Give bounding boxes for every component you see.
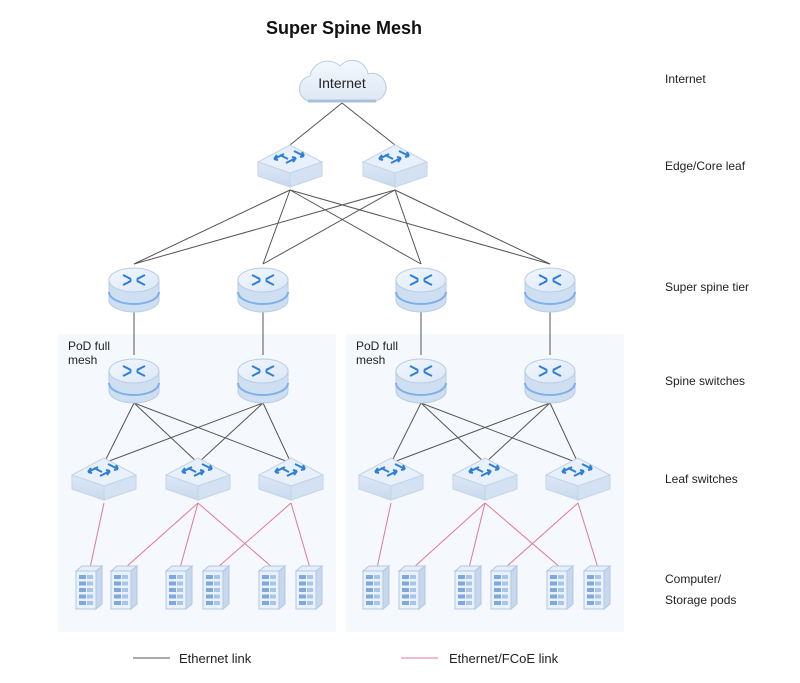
link-edge-superspine [289,189,422,265]
link-leaf-server [179,502,199,569]
link-internet-edge [341,102,396,146]
link-spine-leaf [103,402,135,464]
legend-ethernet-label: Ethernet link [179,651,252,666]
pod-label-1-line2: mesh [68,353,97,367]
link-internet-edge [289,102,343,146]
router-icon [108,267,160,313]
router-icon [237,267,289,313]
switch-icon [361,144,429,188]
link-leaf-server [376,502,392,569]
router-icon [524,358,576,404]
diagram-title: Super Spine Mesh [266,18,422,38]
link-leaf-server [124,502,199,569]
server-icon [164,564,194,611]
router-icon [524,267,576,313]
tier-label-leaf: Leaf switches [665,472,738,486]
server-icon [453,564,483,611]
tier-label-compute-1: Computer/ [665,572,722,586]
link-edge-superspine [262,189,396,265]
pod-label-2-line2: mesh [356,353,385,367]
link-leaf-server [412,502,486,569]
link-leaf-server [290,502,311,569]
link-spine-leaf [484,402,551,464]
switch-icon [257,457,325,501]
pod-label-2-line1: PoD full [356,339,398,353]
server-icon [545,564,575,611]
link-edge-superspine [133,189,396,265]
cloud-icon: Internet [298,59,387,103]
link-spine-leaf [197,402,264,464]
link-spine-leaf [133,402,199,464]
link-spine-leaf [133,402,292,464]
link-spine-leaf [420,402,486,464]
server-icon [361,564,391,611]
switch-icon [164,457,232,501]
link-spine-leaf [103,402,264,464]
link-edge-superspine [394,189,551,265]
router-icon [395,358,447,404]
server-icon [109,564,139,611]
tier-label-edge: Edge/Core leaf [665,159,746,173]
server-icon [201,564,231,611]
cloud-label: Internet [318,75,366,91]
switch-icon [451,457,519,501]
server-icon [257,564,287,611]
server-icon [74,564,104,611]
router-icon [108,358,160,404]
link-spine-leaf [549,402,579,464]
router-icon [237,358,289,404]
link-spine-leaf [420,402,579,464]
link-leaf-server [504,502,579,569]
tier-label-internet: Internet [665,72,706,86]
switch-icon [357,457,425,501]
link-edge-superspine [289,189,551,265]
tier-label-compute-2: Storage pods [665,593,736,607]
router-icon [395,267,447,313]
server-icon [489,564,519,611]
switch-icon [70,457,138,501]
link-edge-superspine [133,189,291,265]
links-layer [89,102,599,569]
server-icon [397,564,427,611]
link-spine-leaf [262,402,292,464]
switch-icon [256,144,324,188]
switch-icon [544,457,612,501]
link-leaf-server [216,502,292,569]
tier-label-super-spine: Super spine tier [665,280,749,294]
tier-label-spine: Spine switches [665,374,745,388]
devices-layer: Internet [70,59,612,611]
link-edge-superspine [262,189,291,265]
pod-label-1-line1: PoD full [68,339,110,353]
link-edge-superspine [394,189,422,265]
link-leaf-server [484,502,562,569]
link-leaf-server [89,502,105,569]
server-icon [294,564,324,611]
link-leaf-server [577,502,599,569]
legend-fcoe-label: Ethernet/FCoE link [449,651,559,666]
link-leaf-server [468,502,486,569]
link-leaf-server [197,502,274,569]
link-spine-leaf [390,402,551,464]
server-icon [582,564,612,611]
link-spine-leaf [390,402,422,464]
